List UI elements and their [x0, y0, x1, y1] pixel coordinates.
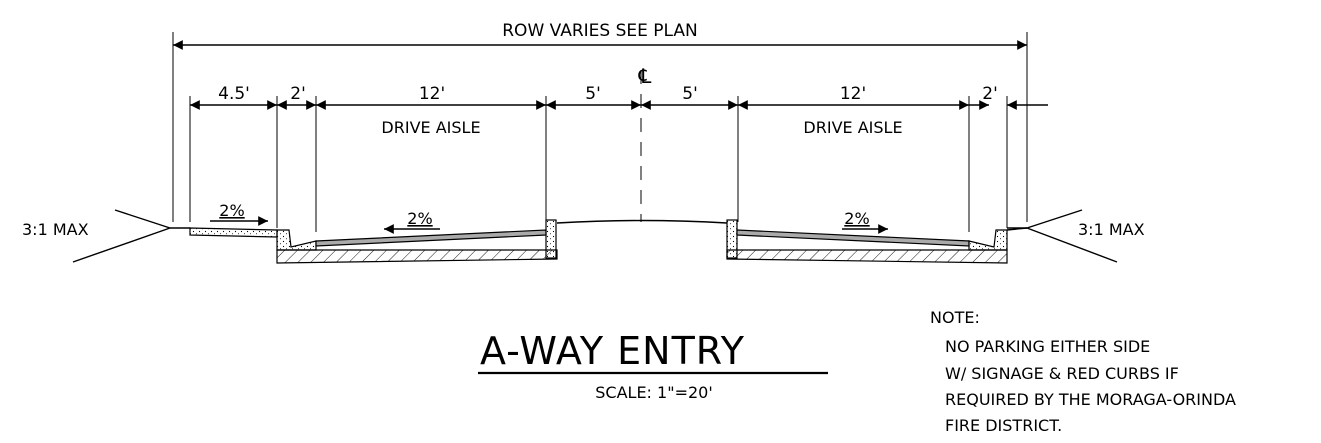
left-curb [276, 229, 317, 251]
drawing-scale: SCALE: 1"=20' [595, 383, 712, 402]
dim-right-median: 5' [682, 84, 698, 104]
slope-left-label: 3:1 MAX [22, 220, 89, 239]
dim-left-curb: 2' [290, 84, 306, 104]
grade-right-lane: 2% [844, 209, 869, 228]
left-roadway: 2% [276, 209, 558, 264]
drive-aisle-left-label: DRIVE AISLE [381, 118, 480, 137]
slope-right-label: 3:1 MAX [1078, 220, 1145, 239]
left-sidewalk: 2% [189, 201, 278, 238]
row-dimension: ROW VARIES SEE PLAN [172, 21, 1028, 222]
dim-left-sidewalk: 4.5' [218, 84, 250, 104]
grade-left-lane: 2% [407, 209, 432, 228]
drive-aisle-right-label: DRIVE AISLE [803, 118, 902, 137]
note-line: W/ SIGNAGE & RED CURBS IF [945, 364, 1179, 383]
note-line: REQUIRED BY THE MORAGA-ORINDA [945, 390, 1236, 409]
title-block: A-WAY ENTRY SCALE: 1"=20' [478, 329, 828, 402]
dim-left-lane: 12' [419, 84, 445, 104]
extension-lines [189, 96, 1008, 232]
drawing-title: A-WAY ENTRY [480, 329, 745, 373]
median-crown [556, 219, 728, 224]
side-slopes: 3:1 MAX 3:1 MAX [22, 209, 1145, 263]
dim-right-lane: 12' [840, 84, 866, 104]
note-block: NOTE: NO PARKING EITHER SIDE W/ SIGNAGE … [930, 308, 1236, 435]
row-label: ROW VARIES SEE PLAN [502, 21, 697, 41]
right-curb [968, 229, 1008, 251]
right-roadway: 2% [726, 209, 1008, 264]
note-line: FIRE DISTRICT. [945, 416, 1062, 435]
grade-sidewalk: 2% [219, 201, 244, 220]
note-heading: NOTE: [930, 308, 980, 327]
dim-left-median: 5' [585, 84, 601, 104]
sub-dimensions: 4.5' 2' 12' 5' 5' 12' 2' ℄ DRIVE AISLE D… [190, 64, 1048, 137]
centerline-symbol: ℄ [638, 64, 652, 88]
dim-right-curb: 2' [982, 84, 998, 104]
note-line: NO PARKING EITHER SIDE [945, 337, 1150, 356]
